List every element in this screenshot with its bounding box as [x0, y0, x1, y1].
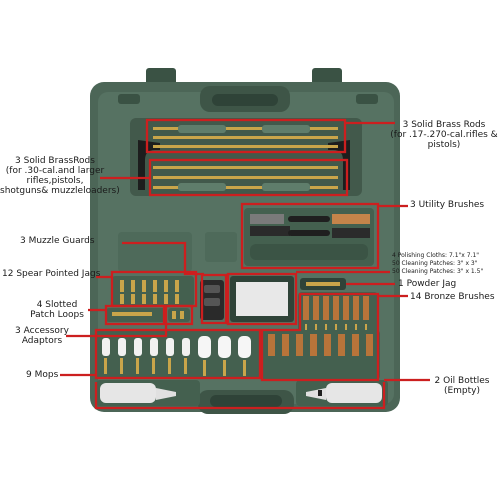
label-slotted-patch-loops: 4 Slotted Patch Loops — [30, 300, 84, 321]
label-mops: 9 Mops — [26, 370, 59, 380]
label-spear-jags: 12 Spear Pointed Jags — [2, 269, 101, 279]
rod-tray — [130, 118, 362, 196]
oil-bottles — [96, 380, 388, 406]
label-brass-rods-small: 3 Solid Brass Rods (for .17-.270-cal.rif… — [390, 120, 498, 151]
label-powder-jag: 1 Powder Jag — [398, 279, 457, 289]
callouts — [60, 118, 430, 410]
cleaning-patches — [230, 276, 294, 322]
bronze-brushes-lower — [262, 330, 380, 380]
mops — [96, 330, 260, 378]
label-bronze-brushes: 14 Bronze Brushes — [410, 292, 495, 302]
muzzle-guards — [200, 280, 224, 320]
label-muzzle-guards: 3 Muzzle Guards — [20, 236, 95, 246]
label-utility-brushes: 3 Utility Brushes — [410, 200, 485, 210]
label-polishing-and-patches: 4 Polishing Cloths: 7.1"x 7.1" 50 Cleani… — [392, 252, 484, 276]
spear-jags — [112, 276, 194, 306]
label-brass-rods-large: 3 Solid BrassRods (for .30-cal.and large… — [0, 156, 120, 197]
label-accessory-adaptors: 3 Accessory Adaptors — [15, 326, 69, 347]
label-oil-bottles: 2 Oil Bottles (Empty) — [434, 376, 490, 397]
utility-brushes — [244, 208, 374, 266]
